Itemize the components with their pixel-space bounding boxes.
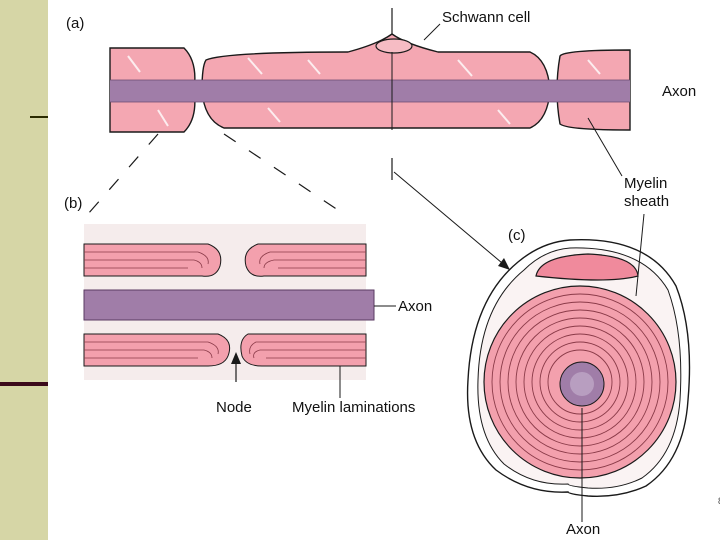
axon-label-c: Axon (566, 522, 600, 537)
panel-a-label: (a) (66, 16, 84, 31)
myelin-sheath-label-line1: Myelin (624, 176, 667, 191)
panel-b-node-detail (84, 224, 396, 398)
axon-label-a: Axon (662, 84, 696, 99)
panel-b-label: (b) (64, 196, 82, 211)
figure-drawing (48, 0, 720, 540)
panel-c-label: (c) (508, 228, 526, 243)
myelin-sheath-figure: (a) Schwann cell Axon Myelin sheath (b) … (48, 0, 720, 540)
left-decor-bar (0, 0, 48, 540)
myelin-sheath-label-line2: sheath (624, 194, 669, 209)
node-label: Node (216, 400, 252, 415)
schwann-cell-label: Schwann cell (442, 10, 530, 25)
axon-label-b: Axon (398, 299, 432, 314)
myelin-laminations-label: Myelin laminations (292, 400, 415, 415)
